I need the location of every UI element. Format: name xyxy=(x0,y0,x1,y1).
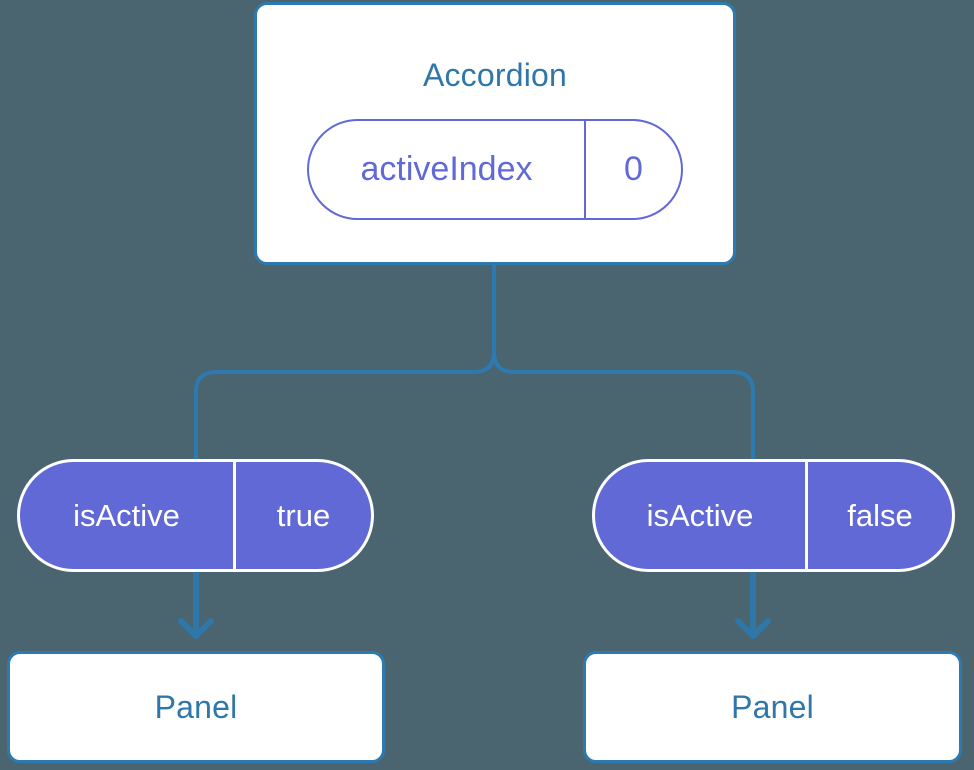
prop-badge-active-index-value: 0 xyxy=(624,150,643,188)
prop-badge-active-index-key: activeIndex xyxy=(309,121,586,218)
prop-badge-is-active-right[interactable]: isActive false xyxy=(592,459,955,572)
panel-title-left: Panel xyxy=(154,688,238,725)
prop-badge-is-active-left-key: isActive xyxy=(20,462,236,569)
arrow-left-panel xyxy=(178,565,214,639)
prop-badge-active-index[interactable]: activeIndex 0 xyxy=(307,119,683,220)
prop-badge-is-active-left[interactable]: isActive true xyxy=(17,459,374,572)
prop-badge-is-active-right-value: false xyxy=(847,497,913,533)
panel-component-box-right[interactable]: Panel xyxy=(583,651,962,763)
arrow-right-panel xyxy=(735,565,771,639)
prop-badge-is-active-right-key: isActive xyxy=(595,462,808,569)
panel-component-box-left[interactable]: Panel xyxy=(7,651,385,763)
accordion-title: Accordion xyxy=(422,57,568,93)
connector-left-branch xyxy=(194,263,496,464)
panel-title-right: Panel xyxy=(731,688,814,725)
prop-badge-is-active-left-value: true xyxy=(276,497,331,533)
connector-right-branch xyxy=(492,263,755,464)
